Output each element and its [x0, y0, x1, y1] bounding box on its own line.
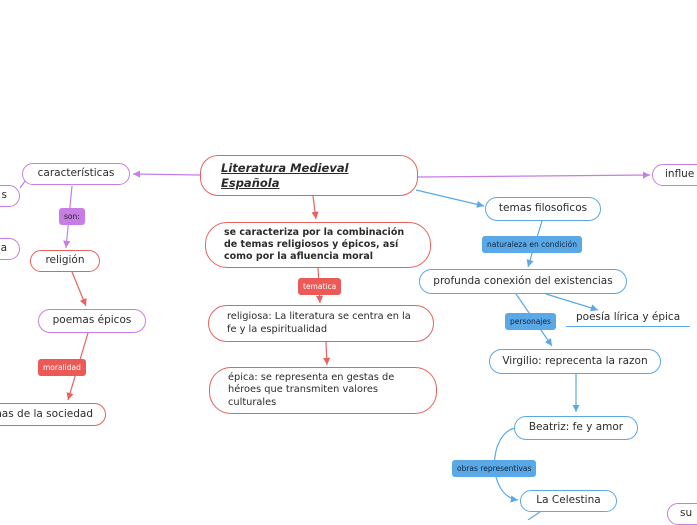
node-la-celestina[interactable]: La Celestina — [520, 490, 617, 512]
node-caracteristicas[interactable]: características — [22, 163, 130, 185]
tag-son[interactable]: son: — [59, 208, 85, 225]
link-root-temas — [415, 189, 485, 208]
root-topic[interactable]: Literatura Medieval Española — [200, 155, 418, 196]
node-poemas-epicos[interactable]: poemas épicos — [38, 309, 146, 333]
node-religiosa[interactable]: religiosa: La literatura se centra en la… — [208, 305, 434, 342]
tag-naturaleza[interactable]: naturaleza en condición — [482, 236, 582, 253]
node-temas-filosoficos[interactable]: temas filosoficos — [485, 197, 601, 221]
link-profunda-poesia — [545, 293, 599, 312]
root-title: Literatura Medieval Española — [221, 160, 349, 190]
link-celestina-down — [527, 511, 541, 520]
node-caracteriza[interactable]: se caracteriza por la combinación de tem… — [205, 222, 431, 268]
link-root-caracteriza — [311, 195, 319, 220]
link-religion-poemas — [71, 271, 87, 307]
node-beatriz[interactable]: Beatriz: fe y amor — [514, 416, 638, 440]
tag-moralidad[interactable]: moralidad — [38, 359, 86, 376]
node-epica[interactable]: épica: se representa en gestas de héroes… — [209, 367, 437, 414]
link-root-caracteristicas — [132, 170, 201, 178]
node-influe[interactable]: influe — [652, 164, 697, 186]
tag-obras[interactable]: obras representivas — [452, 460, 537, 477]
link-root-influe — [417, 171, 651, 179]
link-religiosa-epica — [323, 341, 331, 366]
tag-tematica[interactable]: tematica — [298, 278, 342, 295]
node-problemas-sociedad[interactable]: mas de la sociedad — [0, 403, 106, 426]
node-profunda-conexion[interactable]: profunda conexión del existencias — [419, 269, 627, 294]
node-virgilio[interactable]: Virgilio: reprecenta la razon — [489, 349, 661, 374]
node-poesia-lirica[interactable]: poesía lírica y épica — [566, 311, 690, 327]
tag-personajes[interactable]: personajes — [505, 313, 556, 330]
node-left-partial-mid[interactable]: a — [0, 238, 20, 260]
node-religion[interactable]: religión — [30, 250, 100, 272]
node-su[interactable]: su — [667, 503, 697, 525]
node-left-partial-top[interactable]: s — [0, 185, 20, 207]
